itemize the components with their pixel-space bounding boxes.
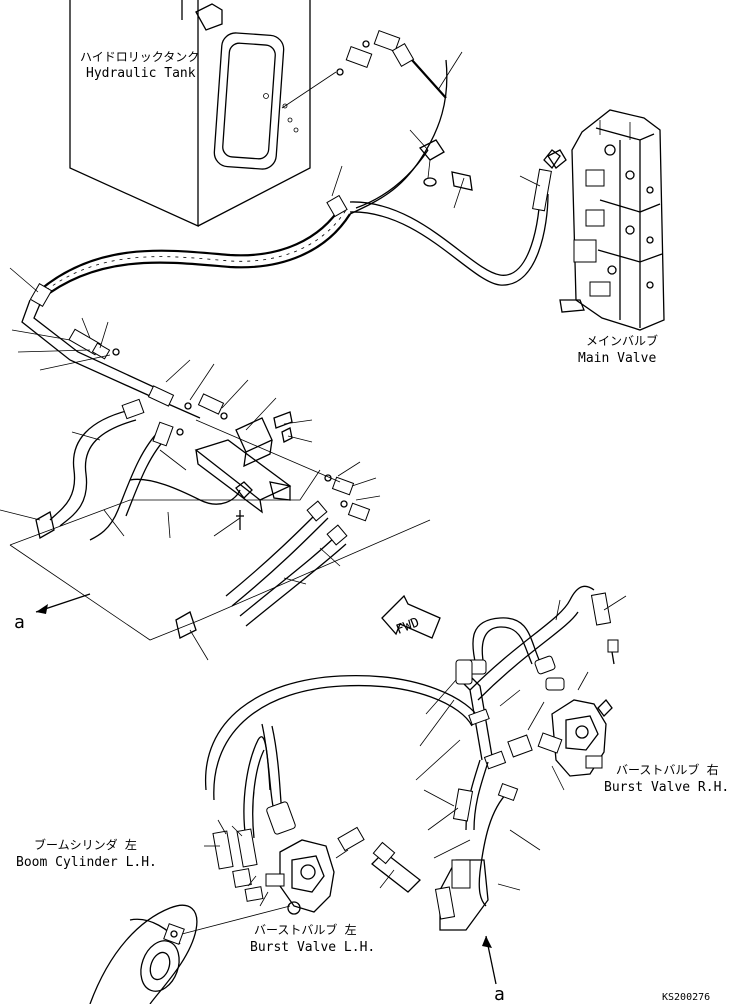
left-pipe-assembly	[11, 299, 381, 522]
middle-hoses	[0, 398, 431, 661]
burst-valve-lh-label-jp: バーストバルブ 左	[254, 922, 357, 937]
main-valve	[547, 109, 665, 331]
callout-a-top: a	[14, 612, 25, 633]
boom-cylinder-lh-label: ブームシリンダ 左 Boom Cylinder L.H.	[16, 837, 157, 870]
hydraulic-tank-label-jp: ハイドロリックタンク	[80, 50, 199, 64]
burst-valve-lh-label-en: Burst Valve L.H.	[250, 940, 375, 955]
tank-label: ハイドロリックタンク Hydraulic Tank	[80, 50, 199, 81]
hydraulic-tank	[69, 0, 311, 228]
burst-valve-rh-label: バーストバルブ 右 Burst Valve R.H.	[604, 762, 729, 795]
burst-valve-lh-assembly	[89, 723, 421, 1004]
main-valve-label: メインバルブ Main Valve	[578, 333, 658, 366]
boom-cylinder-lh-label-en: Boom Cylinder L.H.	[16, 855, 157, 870]
callout-a-bottom: a	[494, 984, 505, 1004]
tank-return-piping	[9, 30, 561, 307]
fwd-label: FWD	[394, 615, 422, 638]
main-valve-label-jp: メインバルブ	[586, 333, 658, 348]
hydraulic-tank-label-en: Hydraulic Tank	[86, 66, 196, 81]
boom-cylinder-lh-label-jp: ブームシリンダ 左	[34, 837, 137, 852]
burst-valve-rh-label-en: Burst Valve R.H.	[604, 780, 729, 795]
burst-valve-rh-label-jp: バーストバルブ 右	[616, 762, 719, 777]
drawing-code: KS200276	[662, 992, 710, 1003]
burst-valve-rh-assembly	[205, 585, 627, 985]
main-valve-label-en: Main Valve	[578, 351, 656, 366]
fwd-arrow	[381, 594, 441, 639]
burst-valve-lh-label: バーストバルブ 左 Burst Valve L.H.	[250, 922, 375, 955]
